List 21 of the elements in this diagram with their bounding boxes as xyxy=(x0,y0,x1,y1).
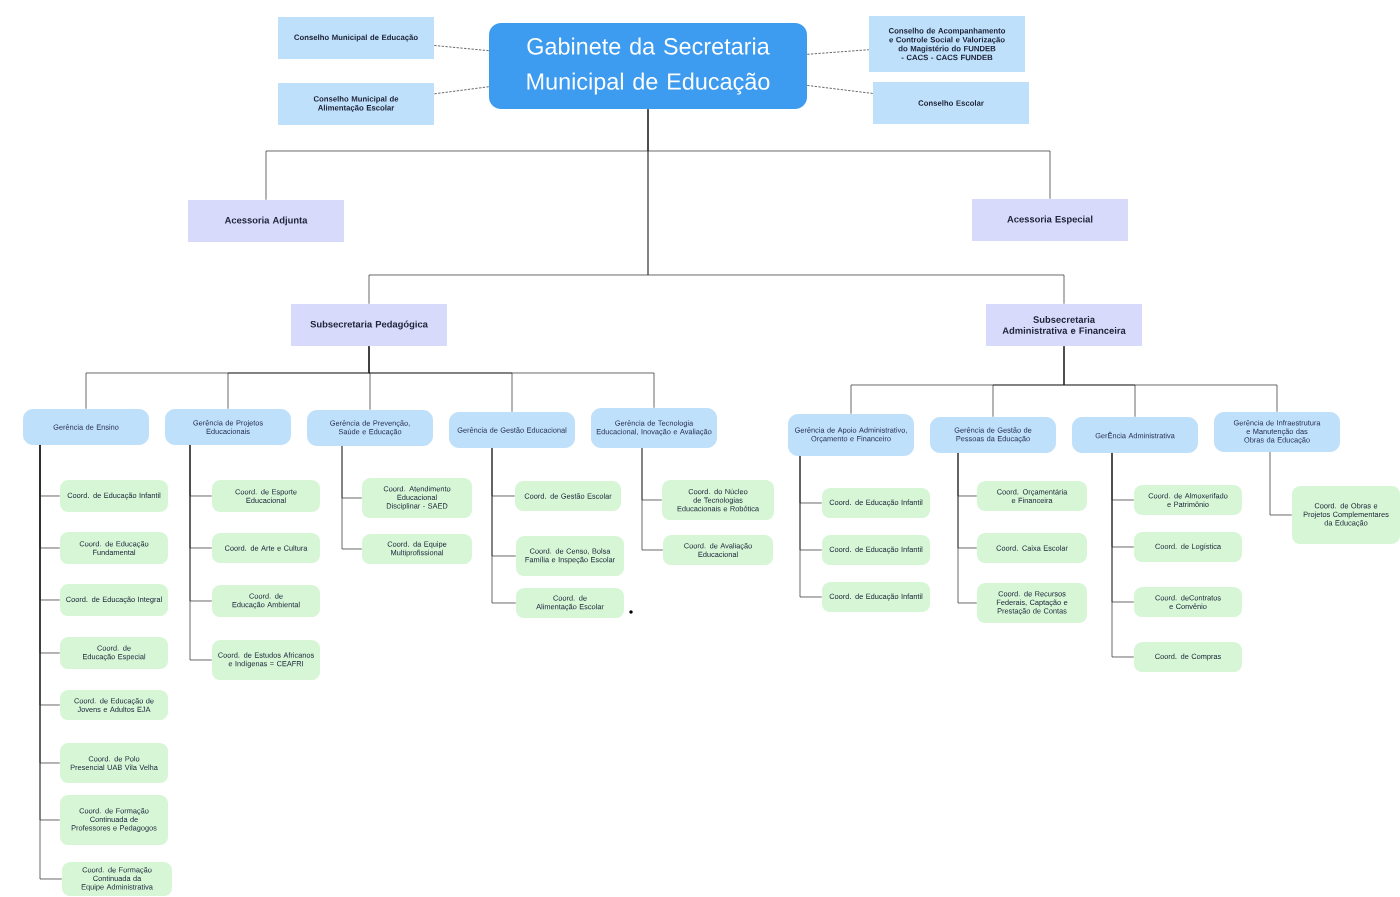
connector-line xyxy=(647,108,1065,305)
department-box: Subsecretaria Pedagógica xyxy=(291,304,447,346)
connector-line xyxy=(341,445,363,550)
dashed-connector xyxy=(806,49,870,55)
connector-line xyxy=(799,455,823,598)
connector-line xyxy=(1063,345,1278,413)
connector-line xyxy=(39,444,63,880)
title-box: Gabinete da Secretaria Municipal de Educação xyxy=(489,23,807,109)
connector-line xyxy=(641,447,664,551)
connector-line xyxy=(189,444,213,661)
department-box: Subsecretaria Administrativa e Financeira xyxy=(986,304,1142,346)
connector-line xyxy=(1269,451,1293,516)
dashed-connector xyxy=(806,85,874,94)
dashed-connector xyxy=(433,45,490,52)
connector-line xyxy=(368,345,655,409)
department-box: Acessoria Especial xyxy=(972,199,1128,241)
connector-line xyxy=(1111,452,1135,658)
connector-line xyxy=(957,452,978,604)
connector-line xyxy=(491,447,517,604)
department-box: Acessoria Adjunta xyxy=(188,200,344,242)
dashed-connector xyxy=(433,86,490,95)
